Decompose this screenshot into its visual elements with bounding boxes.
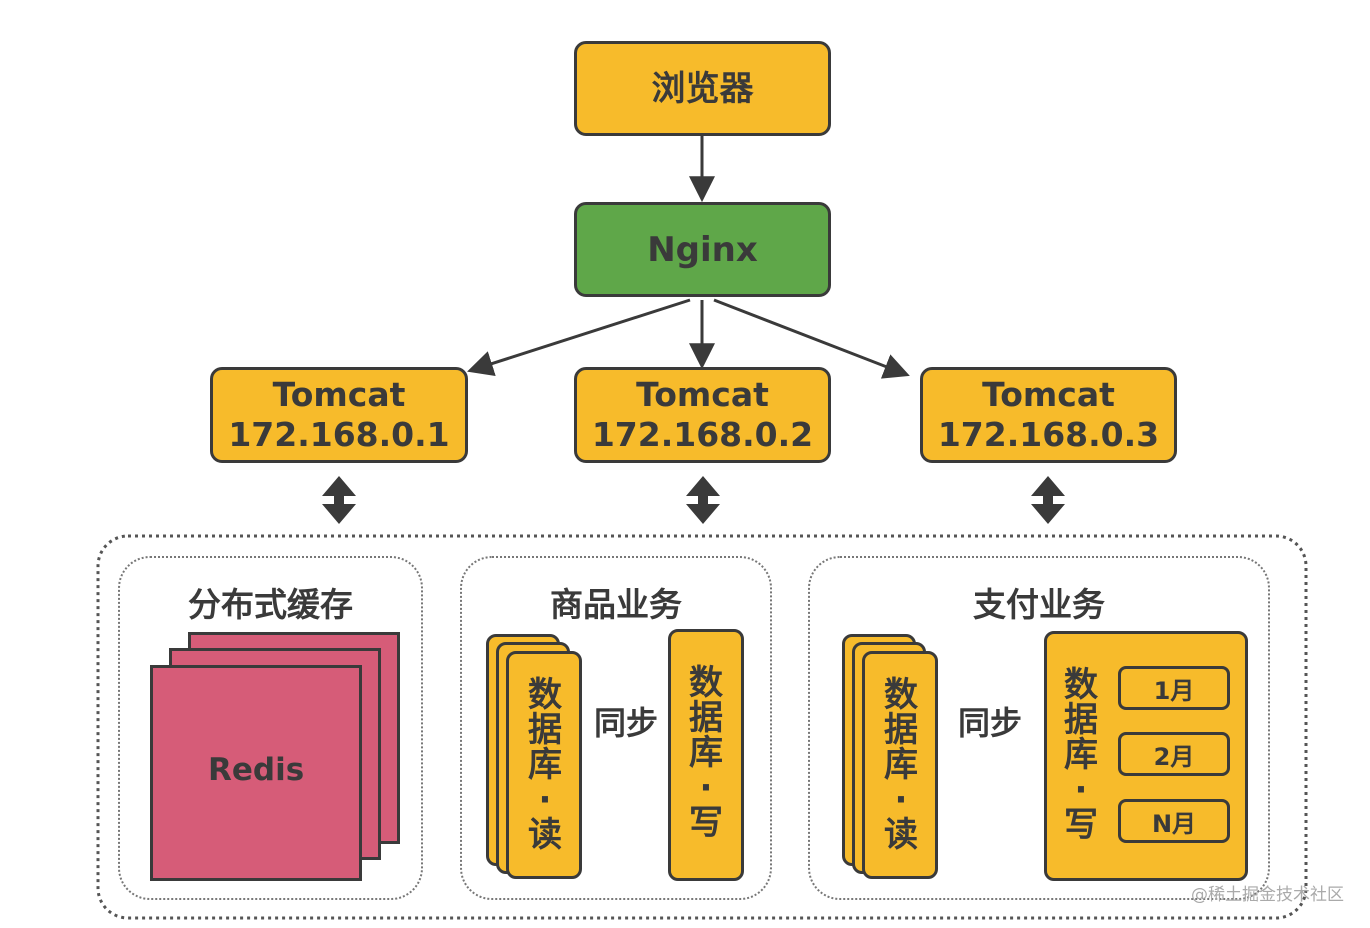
tomcat-node-2: Tomcat 172.168.0.2 [574,367,831,463]
product-write-db [668,629,744,881]
payment-panel: 支付业务 数据库·读 同步 数据库·写 1月 2月 N月 [808,556,1270,900]
tomcat-name: Tomcat [982,375,1115,414]
month-partition-1: 1月 [1118,666,1230,710]
double-arrow-2 [686,476,720,524]
storage-container [96,534,1308,920]
product-read-db [506,651,582,879]
watermark: @稀土掘金技术社区 [1191,885,1344,905]
tomcat-ip: 172.168.0.1 [228,415,450,454]
payment-title: 支付业务 [973,585,1105,624]
nginx-label: Nginx [647,229,758,270]
double-arrow-1 [322,476,356,524]
payment-write-db-label: 数据库·写 [1064,665,1098,845]
browser-label: 浏览器 [651,68,754,109]
payment-read-db [862,651,938,879]
arrow-nginx-to-tomcat-3 [713,298,910,379]
product-sync-label: 同步 [594,704,659,742]
month-partition-n: N月 [1118,799,1230,843]
cache-title: 分布式缓存 [188,585,353,624]
month-partition-2: 2月 [1118,732,1230,776]
product-title: 商品业务 [550,585,682,624]
product-read-db-label: 数据库·读 [528,675,562,855]
nginx-node: Nginx [574,202,831,297]
payment-sync-label: 同步 [958,704,1023,742]
arrow-nginx-to-tomcat-1 [467,298,691,377]
tomcat-name: Tomcat [272,375,406,414]
tomcat-node-1: Tomcat 172.168.0.1 [210,367,468,463]
payment-read-db-label: 数据库·读 [884,675,918,855]
redis-label: Redis [208,752,305,788]
tomcat-name: Tomcat [636,375,769,414]
tomcat-ip: 172.168.0.2 [591,415,814,454]
tomcat-node-3: Tomcat 172.168.0.3 [920,367,1177,463]
double-arrow-3 [1031,476,1065,524]
cache-panel: 分布式缓存 Redis [118,556,423,900]
product-write-db-label: 数据库·写 [689,663,723,843]
redis-layer-front [150,665,362,881]
browser-node: 浏览器 [574,41,831,136]
product-panel: 商品业务 数据库·读 同步 数据库·写 [460,556,772,900]
tomcat-ip: 172.168.0.3 [937,415,1160,454]
